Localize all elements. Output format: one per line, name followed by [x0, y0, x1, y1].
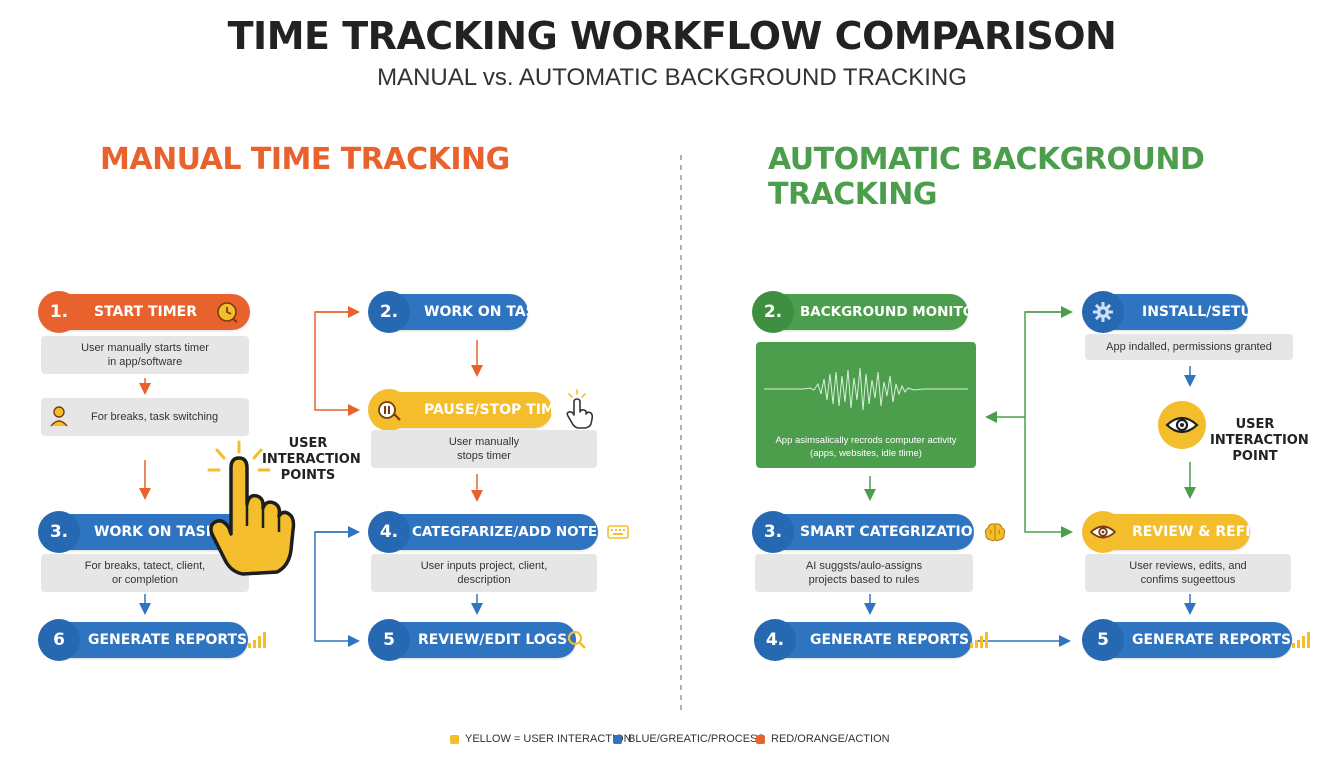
pause-stop-icon	[368, 389, 410, 431]
generate-reports-step-manual: 6 GENERATE REPORTS	[38, 619, 267, 661]
legend-swatch	[756, 734, 765, 744]
automatic-interaction-note: USER INTERACTION POINT	[1210, 417, 1309, 464]
legend-swatch	[450, 734, 459, 744]
step-label: INSTALL/SETUP	[1142, 304, 1263, 320]
cursor-hand-icon	[564, 388, 596, 435]
pause-stop-timer-step: PAUSE/STOP TIMER	[368, 389, 575, 431]
step-number: 5	[368, 619, 410, 661]
legend-label: RED/ORANGE/ACTION	[771, 733, 890, 745]
step-label: CATEGFARIZE/ADD NOTES	[412, 524, 607, 540]
legend-label: YELLOW = USER INTERACTION	[465, 733, 632, 745]
start-timer-description: User manually starts timer in app/softwa…	[41, 336, 249, 374]
generate-reports-step-auto-left: 4. GENERATE REPORTS	[754, 619, 989, 661]
bar-chart-icon	[247, 631, 267, 649]
step-number: 5	[1082, 619, 1124, 661]
page-title: TIME TRACKING WORKFLOW COMPARISON	[227, 14, 1117, 58]
legend-item-yellow: YELLOW = USER INTERACTION	[450, 733, 632, 745]
automatic-section-heading: AUTOMATIC BACKGROUND TRACKING	[768, 142, 1205, 212]
categorize-step: 4. CATEGFARIZE/ADD NOTES	[368, 511, 629, 553]
legend-label: BLUE/GREATIC/PROCESS	[628, 733, 765, 745]
review-refine-step: REVIEW & REFINE	[1082, 511, 1272, 553]
step-number: 4.	[368, 511, 410, 553]
step-number: 2.	[368, 291, 410, 333]
categorization-description: AI suggsts/aulo-assigns projects based t…	[755, 554, 973, 592]
review-refine-description: User reviews, edits, and confims sugeett…	[1085, 554, 1291, 592]
step-label: START TIMER	[94, 304, 197, 320]
eye-icon	[1158, 401, 1206, 449]
install-description: App indalled, permissions granted	[1085, 334, 1293, 360]
pointing-hand-icon	[203, 438, 303, 588]
gear-icon	[1082, 291, 1124, 333]
manual-interaction-note: USER INTERACTION POINTS	[262, 436, 361, 483]
step-number: 4.	[754, 619, 796, 661]
step-label: GENERATE REPORTS	[88, 632, 248, 648]
categorize-description: User inputs project, client, description	[371, 554, 597, 592]
install-setup-step: INSTALL/SETUP	[1082, 291, 1262, 333]
start-timer-step: 1. START TIMER	[38, 291, 250, 333]
monitoring-description: App asimsalically recrods computer activ…	[775, 435, 957, 459]
step-label: GENERATE REPORTS	[810, 632, 970, 648]
step-label: BACKGROUND MONITORING	[800, 304, 1012, 320]
step-label: SMART CATEGRIZATION	[800, 524, 985, 540]
breaks-description: For breaks, task switching	[41, 398, 249, 436]
step-number: 2.	[752, 291, 794, 333]
bar-chart-icon	[1291, 631, 1311, 649]
step-number: 6	[38, 619, 80, 661]
waveform-icon	[764, 367, 968, 411]
review-edit-logs-step: 5 REVIEW/EDIT LOGS	[368, 619, 587, 661]
clock-icon	[216, 300, 240, 324]
step-label: REVIEW/EDIT LOGS	[418, 632, 568, 648]
bar-chart-icon	[969, 631, 989, 649]
brain-icon	[984, 522, 1006, 542]
work-on-task-step-right: 2. WORK ON TASK	[368, 291, 547, 333]
step-label: WORK ON TASK	[424, 304, 547, 320]
magnifier-icon	[567, 630, 587, 650]
person-icon	[49, 405, 69, 432]
legend-item-red: RED/ORANGE/ACTION	[756, 733, 890, 745]
pause-stop-description: User manually stops timer	[371, 430, 597, 468]
monitoring-panel: App asimsalically recrods computer activ…	[756, 342, 976, 468]
generate-reports-step-auto-right: 5 GENERATE REPORTS	[1082, 619, 1311, 661]
eye-icon	[1082, 511, 1124, 553]
step-number: 3.	[38, 511, 80, 553]
keyboard-icon	[606, 525, 629, 539]
legend-item-blue: BLUE/GREATIC/PROCESS	[613, 733, 765, 745]
page-subtitle: MANUAL vs. AUTOMATIC BACKGROUND TRACKING	[377, 64, 967, 91]
step-number: 3.	[752, 511, 794, 553]
step-label: PAUSE/STOP TIMER	[424, 402, 576, 418]
step-label: GENERATE REPORTS	[1132, 632, 1292, 648]
legend-swatch	[613, 734, 622, 744]
step-number: 1.	[38, 291, 80, 333]
step-label: REVIEW & REFINE	[1132, 524, 1272, 540]
background-monitoring-step: 2. BACKGROUND MONITORING	[752, 291, 1012, 333]
work-on-task-description: For breaks, tatect, client, or completio…	[41, 554, 249, 592]
step-label: WORK ON TASK	[94, 524, 217, 540]
smart-categorization-step: 3. SMART CATEGRIZATION	[752, 511, 1006, 553]
manual-section-heading: MANUAL TIME TRACKING	[100, 142, 510, 177]
